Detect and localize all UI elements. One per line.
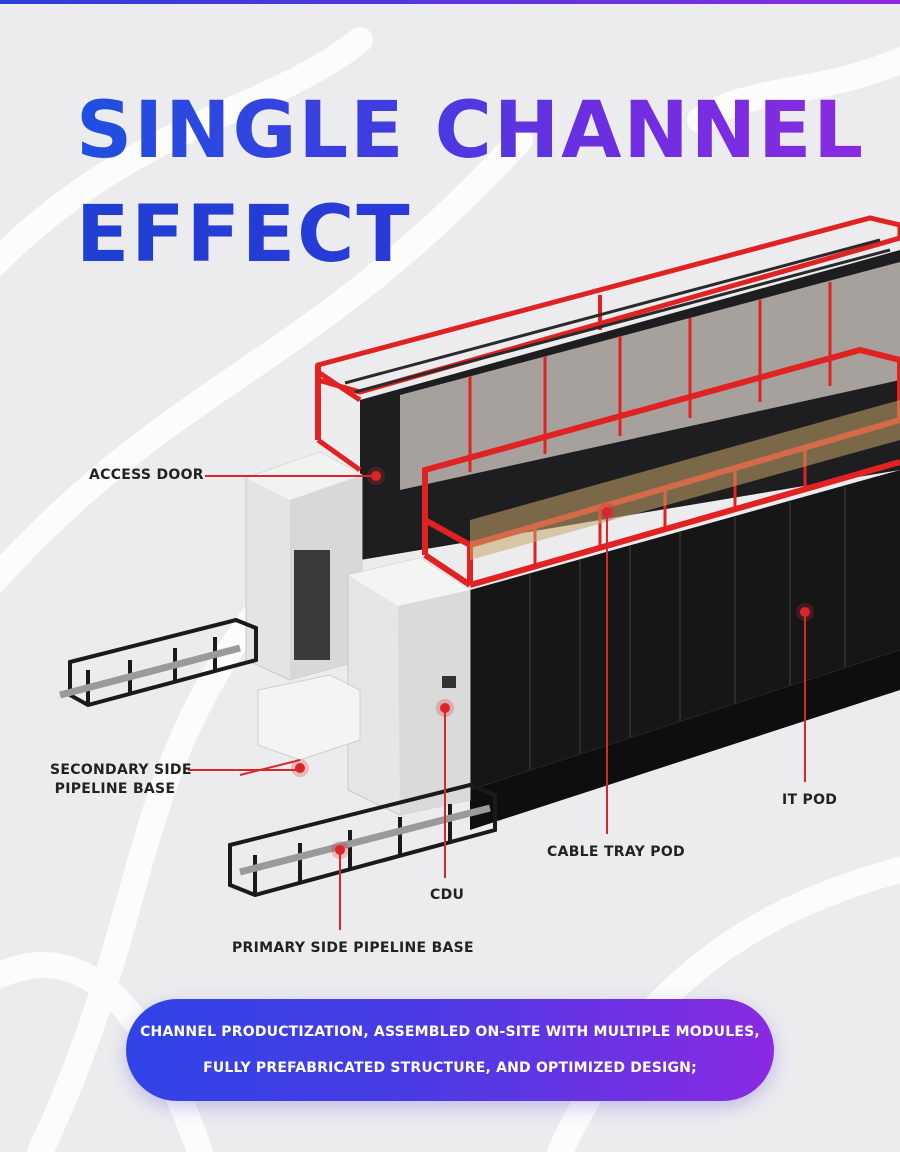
page-title-line-1: SINGLE CHANNEL [76,86,866,176]
label-access-door: ACCESS DOOR [89,467,204,483]
label-it-pod: IT POD [782,792,838,808]
secondary-pipeline-base [59,617,258,708]
label-secondary-side-line-2: PIPELINE BASE [54,781,176,797]
primary-pipeline-base [228,782,497,898]
cdu-cabinet [347,557,471,816]
top-accent-bar [0,0,900,4]
banner-line-2: FULLY PREFABRICATED STRUCTURE, AND OPTIM… [203,1060,697,1076]
upper-red-frame [315,215,900,560]
access-door-cabinet [245,451,363,681]
label-secondary-side-line-1: SECONDARY SIDE [50,762,192,778]
label-cdu: CDU [430,887,465,903]
lower-red-frame [422,346,900,830]
label-cable-tray-pod: CABLE TRAY POD [547,844,685,860]
description-banner: CHANNEL PRODUCTIZATION, ASSEMBLED ON-SIT… [126,999,774,1101]
banner-line-1: CHANNEL PRODUCTIZATION, ASSEMBLED ON-SIT… [140,1024,760,1040]
label-primary-side: PRIMARY SIDE PIPELINE BASE [232,940,474,956]
page-title-line-2: EFFECT [76,190,412,280]
